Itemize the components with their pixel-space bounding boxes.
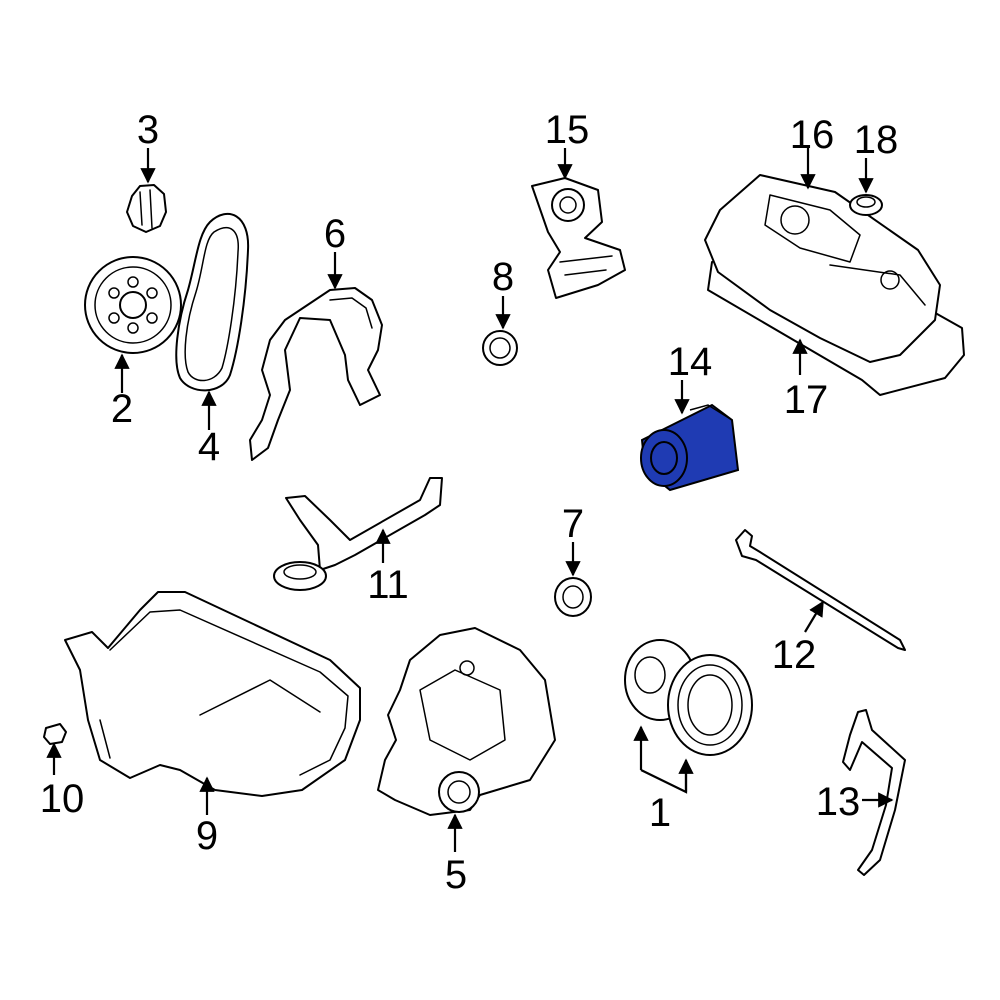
part-10-drain-plug[interactable] [43,723,67,745]
callout-12: 12 [772,633,817,677]
part-12-dipstick[interactable] [735,529,906,651]
callout-10: 10 [40,777,85,821]
callout-7: 7 [562,502,584,546]
callout-5: 5 [445,853,467,897]
part-5-front-cover[interactable] [377,627,556,816]
callout-8: 8 [492,255,514,299]
callout-18: 18 [854,118,899,162]
part-9-oil-pan[interactable] [64,591,361,797]
part-15-oil-filter-adapter[interactable] [531,177,626,299]
callout-13: 13 [816,780,861,824]
leader-arrows [46,148,894,852]
callout-16: 16 [790,113,835,157]
part-4-timing-chain[interactable] [175,212,250,392]
callout-11: 11 [367,563,409,607]
callout-2: 2 [111,387,133,431]
callout-17: 17 [784,378,829,422]
callout-15: 15 [545,108,590,152]
callout-3: 3 [137,108,159,152]
part-3-crank-sprocket[interactable] [126,184,167,233]
callout-14: 14 [668,340,713,384]
callout-4: 4 [198,425,220,469]
callout-1: 1 [649,791,671,835]
part-18-oil-cap[interactable] [849,194,883,216]
part-11-oil-pickup-tube[interactable] [273,477,443,591]
part-1-pulley[interactable] [624,639,753,756]
callout-6: 6 [324,212,346,256]
part-14-oil-filter[interactable] [640,403,740,492]
part-6-front-cover-gasket[interactable] [249,287,383,461]
callout-9: 9 [196,814,218,858]
part-8-seal[interactable] [482,330,518,366]
part-16-valve-cover[interactable] [704,174,941,363]
part-7-seal[interactable] [554,577,592,617]
part-13-dipstick-tube[interactable] [842,709,906,876]
part-2-cam-sprocket[interactable] [84,256,182,354]
